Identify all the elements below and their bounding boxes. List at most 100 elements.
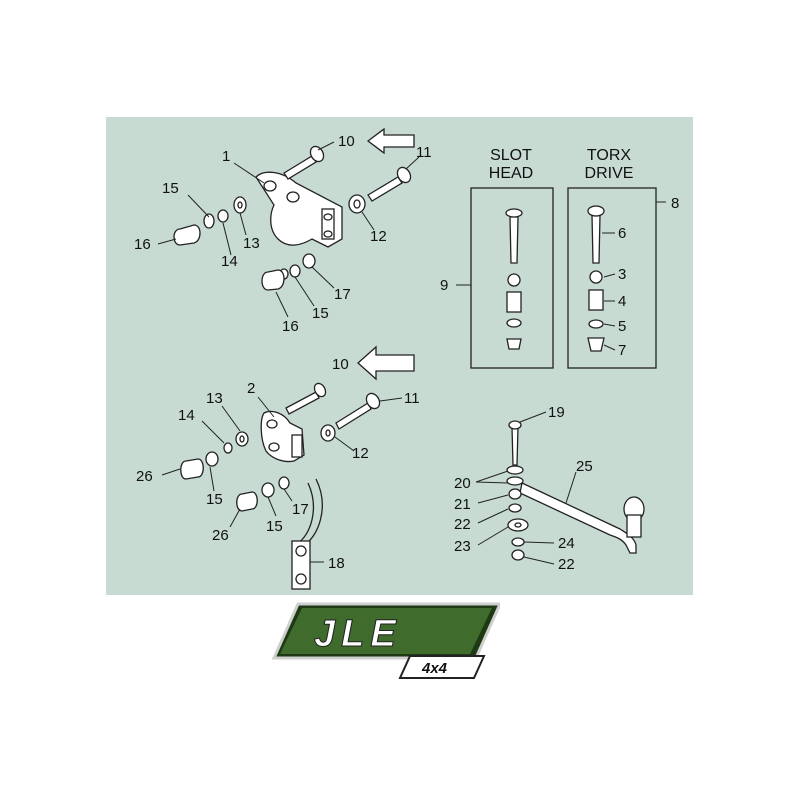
washer-20a (506, 465, 524, 475)
arrow-indicator-top (366, 127, 415, 155)
callout-numbers: 1 10 11 15 16 13 14 12 17 15 16 8 6 3 4 … (134, 133, 679, 573)
top-hinge-assembly (173, 145, 412, 291)
washer-hole (237, 201, 243, 209)
stay-rod-assembly (506, 420, 645, 561)
lower-callout-leaders (161, 396, 403, 563)
screw-head (505, 208, 523, 218)
torx-drive-box (567, 187, 657, 369)
callout-17-top: 17 (334, 286, 351, 303)
logo-main-text: JLE (314, 613, 402, 655)
torx-drive-header-line2: DRIVE (585, 165, 634, 182)
slot-head-header-line2: HEAD (489, 165, 533, 182)
ball-3-torx (589, 270, 603, 284)
bolt-10-head (309, 145, 325, 163)
washer-24 (511, 537, 525, 547)
nut-15-lower (205, 451, 219, 467)
washer-hole (353, 199, 361, 209)
callout-13-lower: 13 (206, 390, 223, 407)
callout-19: 19 (548, 404, 565, 421)
spring-washer-14-lower (223, 442, 233, 454)
slot-head-header-line1: SLOT (490, 147, 532, 164)
bolt-10-shank (283, 155, 317, 180)
cap-16 (261, 269, 285, 291)
exploded-parts-diagram: SLOT HEAD TORX DRIVE 1 10 11 15 16 13 14… (106, 117, 693, 595)
washer-hole (514, 522, 522, 528)
torx-drive-screw (591, 214, 601, 264)
bolt-19 (511, 426, 519, 466)
washer-22a (508, 503, 522, 513)
dashed-path (297, 482, 315, 544)
callout-9: 9 (440, 277, 448, 294)
bolt-11-lower-head (365, 392, 381, 410)
bolt-11-head (396, 166, 412, 184)
torx-drive-header-line1: TORX (587, 147, 631, 164)
callout-10-top: 10 (338, 133, 355, 150)
callout-17-lower: 17 (292, 501, 309, 518)
callout-14-top: 14 (221, 253, 238, 270)
nut-22b (511, 549, 525, 561)
hinge-plate-hole (323, 213, 333, 221)
hinge-bolt-hole (263, 180, 277, 192)
callout-7: 7 (618, 342, 626, 359)
callout-12-lower: 12 (352, 445, 369, 462)
plate-stud (295, 573, 307, 585)
callout-21: 21 (454, 496, 471, 513)
clip-5-torx (588, 319, 604, 329)
callout-1: 1 (222, 148, 230, 165)
logo-green-panel (280, 608, 492, 654)
bolt-11-lower-shank (335, 402, 372, 430)
callout-11-top: 11 (416, 144, 432, 161)
screw-head (587, 205, 605, 217)
bolt-head (508, 420, 522, 430)
nut-17 (302, 253, 316, 269)
arrow-indicator-middle (357, 345, 415, 381)
cap-26 (180, 458, 204, 480)
stay-rod-end (626, 514, 642, 538)
callout-20: 20 (454, 475, 471, 492)
callout-15-lower-b: 15 (266, 518, 283, 535)
nut-17-lower (278, 476, 290, 490)
callout-18: 18 (328, 555, 345, 572)
bolt-10-lower-shank (285, 391, 320, 415)
hinge-bolt-hole (266, 419, 278, 429)
jle-4x4-logo: JLE 4x4 (271, 602, 500, 679)
hinge-body-1 (255, 171, 343, 248)
callout-6: 6 (618, 225, 626, 242)
logo-sub-badge (398, 655, 486, 679)
clip-5-slot (506, 318, 522, 328)
cup-7-torx (587, 337, 605, 352)
slot-head-box (470, 187, 554, 369)
callout-24: 24 (558, 535, 575, 552)
rod-callout-leaders (475, 411, 577, 565)
washer-hole (325, 429, 331, 437)
callout-15-top: 15 (162, 180, 179, 197)
top-callout-leaders (157, 141, 420, 318)
callout-22-b: 22 (558, 556, 575, 573)
cap-26 (236, 491, 258, 512)
logo-sub-text: 4x4 (421, 660, 448, 677)
box-callout-leaders (456, 201, 666, 351)
nut-15 (289, 264, 301, 278)
callout-14-lower: 14 (178, 407, 195, 424)
ball-3-slot (507, 273, 521, 287)
stay-rod-25 (519, 482, 637, 554)
lower-hinge-assembly (180, 382, 381, 590)
callout-10-middle: 10 (332, 356, 349, 373)
nut-15-lower (261, 482, 275, 498)
callout-4: 4 (618, 293, 626, 310)
hinge-bolt-hole (286, 191, 300, 203)
fastener-option-boxes (470, 187, 657, 369)
callout-26-b: 26 (212, 527, 229, 544)
nut-15 (203, 213, 215, 229)
callout-16-top: 16 (134, 236, 151, 253)
nut-21 (508, 488, 522, 500)
callout-13-top: 13 (243, 235, 260, 252)
bolt-10-lower-head (313, 382, 327, 398)
callout-16-top-b: 16 (282, 318, 299, 335)
callout-15-lower: 15 (206, 491, 223, 508)
callout-3: 3 (618, 266, 626, 283)
washer-hole (239, 435, 245, 443)
spring-4-torx (588, 289, 604, 311)
callout-15-top-b: 15 (312, 305, 329, 322)
callout-5: 5 (618, 318, 626, 335)
